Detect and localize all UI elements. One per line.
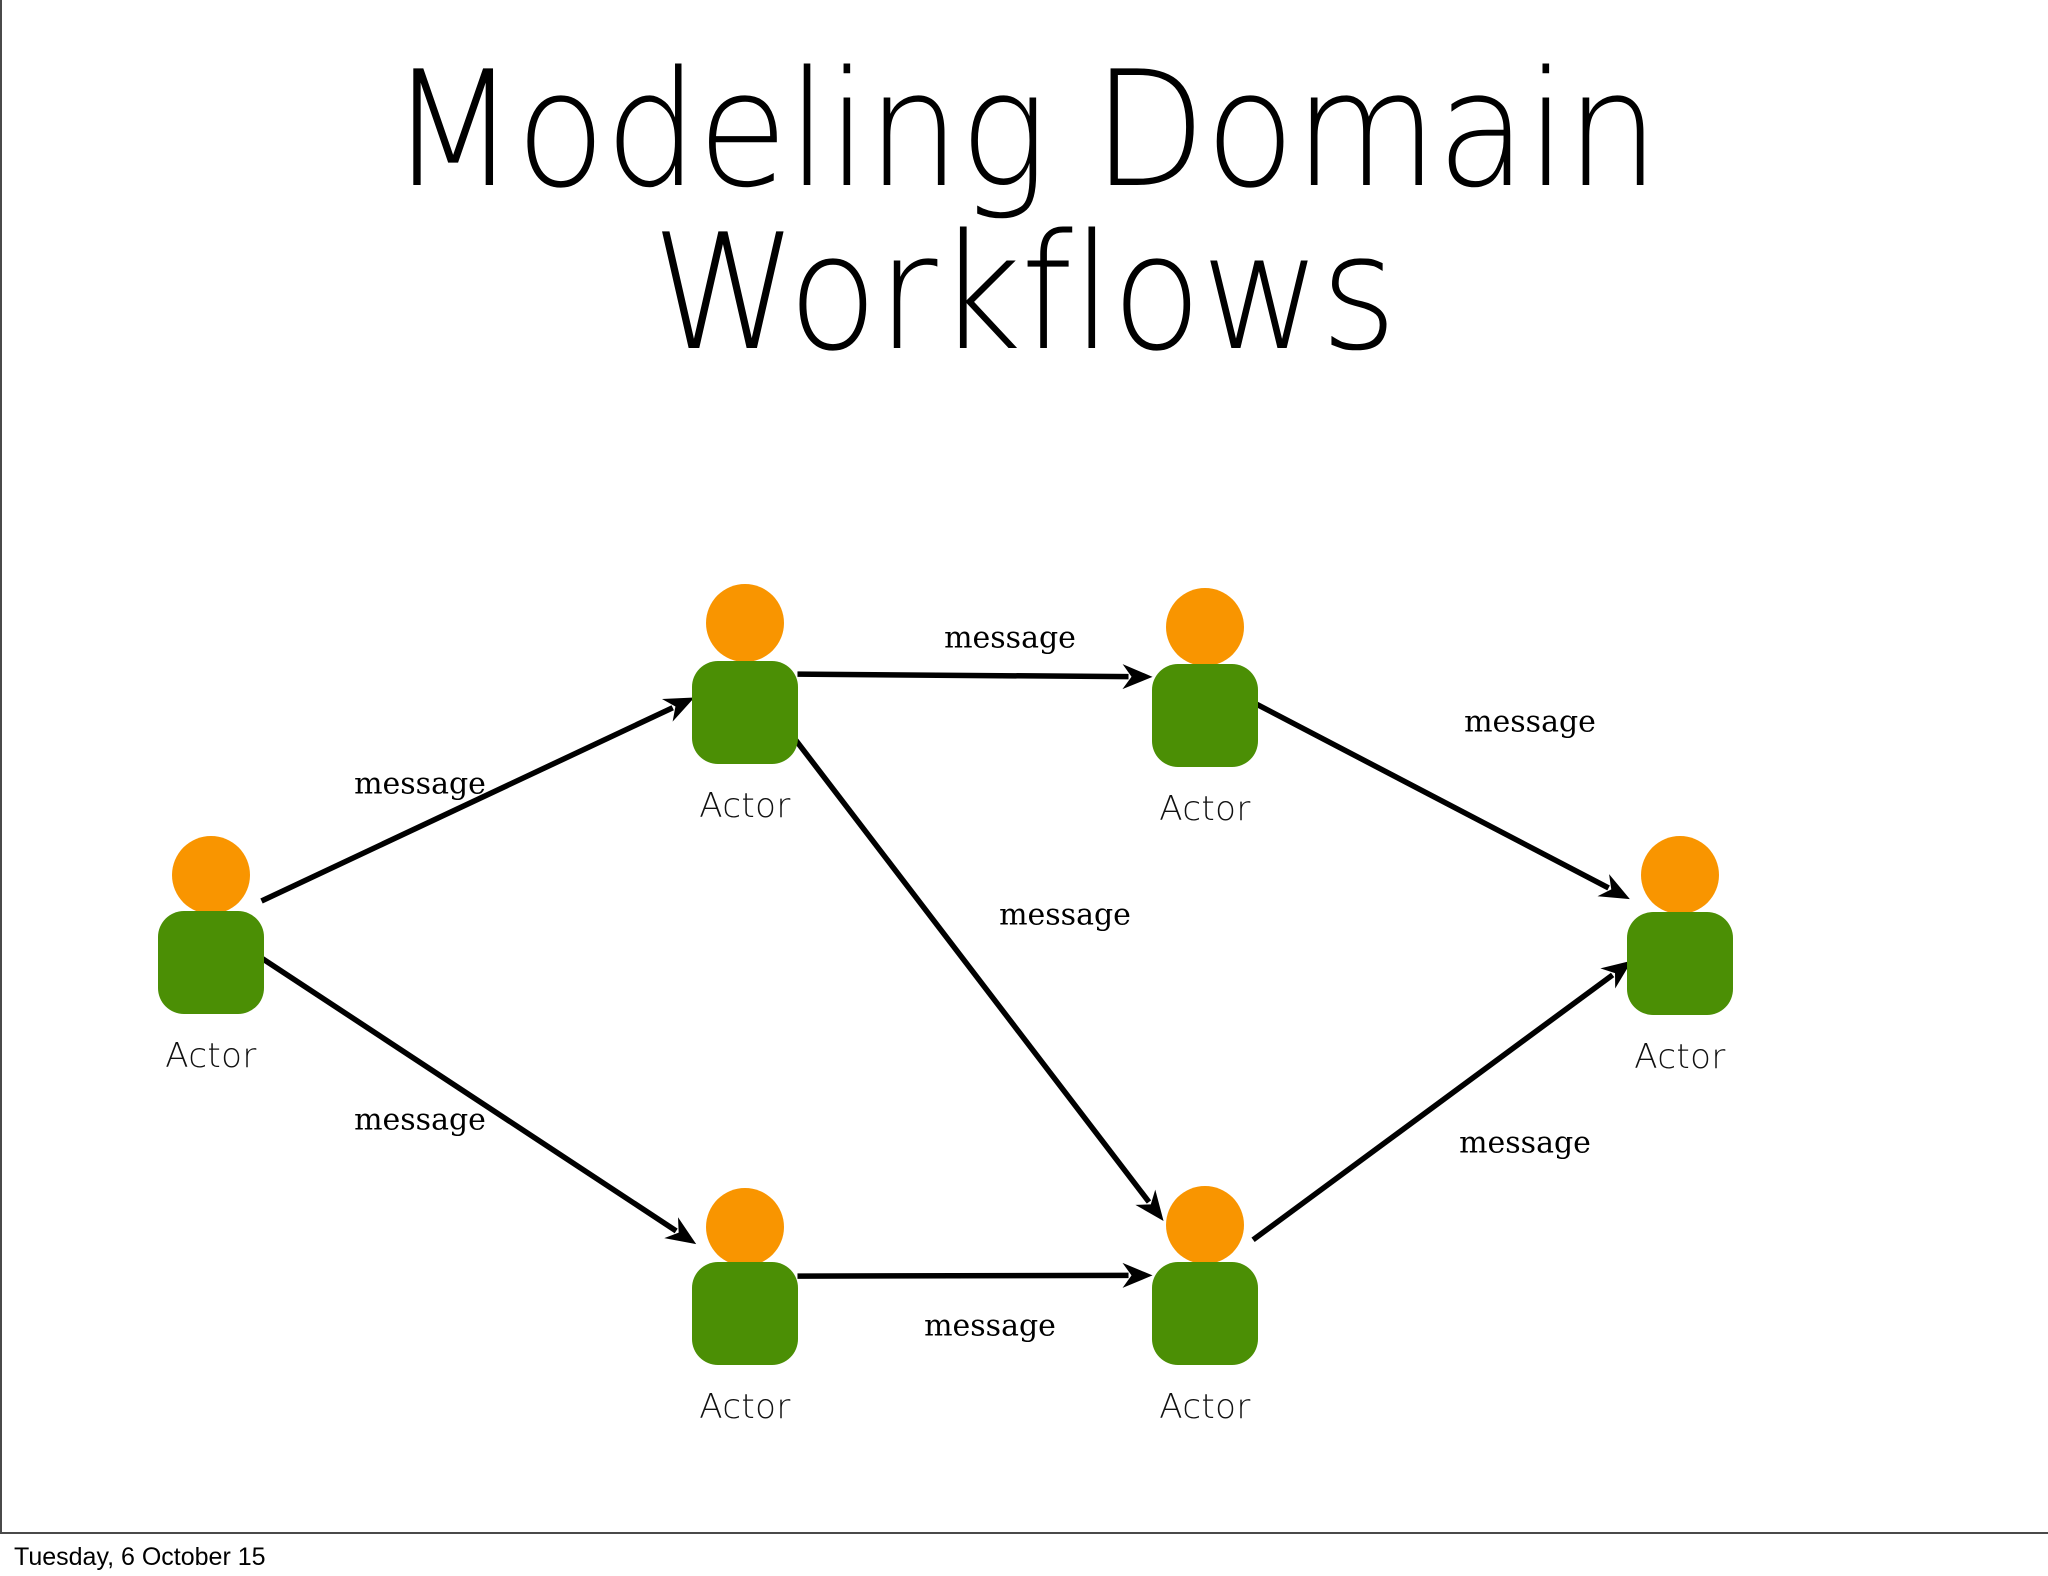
message-edge-arrowhead-icon [1135,1189,1164,1222]
actor-label: Actor [165,1035,257,1076]
message-edge-arrowhead-icon [1122,1262,1153,1288]
message-edge-arrowhead-icon [1600,960,1632,989]
message-edge-label: message [354,766,486,802]
actor-body-icon [692,660,798,764]
actor-head-icon [706,584,784,662]
slide-frame-left-rule [0,0,2,1533]
slide-frame-bottom-rule [0,1532,2048,1534]
message-edge-line [784,726,1152,1204]
actor-head-icon [1641,836,1719,914]
message-edge-arrowhead-icon [1122,664,1153,690]
slide-title: Modeling Domain Workflows [389,36,1660,387]
message-edge-line [1251,972,1615,1243]
actor-label: Actor [699,1386,791,1427]
actor-label: Actor [1159,788,1251,829]
message-edge-arrowhead-icon [664,1217,697,1245]
message-edge-arrowhead-icon [661,697,695,722]
actor-head-icon [706,1188,784,1266]
message-edge-arrowhead-icon [1597,874,1630,900]
message-edge-label: message [924,1308,1056,1344]
message-edge-label: message [354,1102,486,1138]
actor-head-icon [1166,1186,1244,1264]
message-edge-label: message [1459,1125,1591,1161]
actor-head-icon [172,836,250,914]
actor-label: Actor [1159,1386,1251,1427]
footer-date: Tuesday, 6 October 15 [14,1543,266,1571]
actor-body-icon [1152,663,1258,767]
message-edge-line [258,954,678,1234]
message-edge-label: message [1464,704,1596,740]
message-edge-line [797,1272,1129,1279]
actor-label: Actor [699,785,791,826]
message-edge-label: message [944,620,1076,656]
actor-head-icon [1166,588,1244,666]
message-edge-line [1253,700,1610,891]
actor-body-icon [1627,911,1733,1015]
message-edge-label: message [999,897,1131,933]
actor-body-icon [158,910,264,1014]
message-edge-line [797,671,1129,680]
actor-body-icon [1152,1261,1258,1365]
actor-label: Actor [1634,1036,1726,1077]
message-edge-line [260,705,674,904]
actor-body-icon [692,1261,798,1365]
